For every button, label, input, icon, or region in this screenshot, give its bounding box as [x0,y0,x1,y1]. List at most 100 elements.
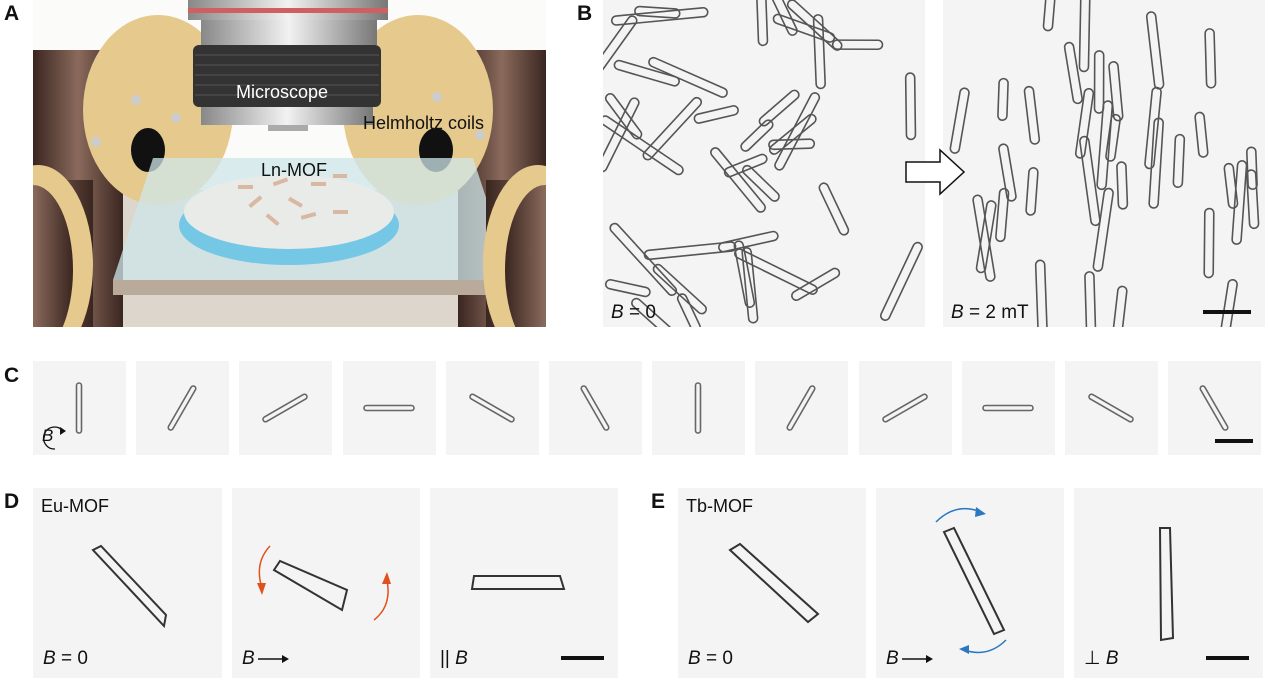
crystal-rod [1246,146,1258,190]
scale-bar [1215,439,1254,443]
crystal-rod [580,385,610,431]
crystal-rod [723,153,768,178]
panel-a-illustration: Microscope Helmholtz coils Ln-MOF [33,0,546,327]
crystal-rod [791,267,841,302]
mof-crystals [238,174,348,227]
crystal-rod [1199,385,1229,431]
rotation-frame [858,361,952,455]
tb-mof-frame-aligned: ⊥ B [1074,488,1263,678]
crystal-rod [755,0,769,47]
crystal-rod [694,382,702,434]
field-symbol: B [611,302,624,323]
panel-label-b: B [577,2,593,25]
crystal-rod [772,13,836,43]
helmholtz-coils-label: Helmholtz coils [363,113,485,133]
field-symbol: B [455,648,468,669]
crystal-rod [718,230,779,253]
crystal-rod [710,147,766,213]
crystal-rod [981,404,1034,412]
crystal-rod [768,138,816,151]
crystal-rod [879,241,923,321]
rotation-arrow-icon [963,639,1007,654]
setup-illustration [33,0,546,327]
rotation-frame [1065,361,1158,455]
crystal-rod [648,56,728,98]
crystal-rod [634,5,681,19]
crystal-rod [1023,85,1041,145]
crystal-rod [818,182,850,236]
crystal-rod [734,248,818,295]
scale-bar [1203,310,1251,314]
crystal-rod [904,72,917,141]
crystal-rod [643,241,737,261]
crystal-rod [741,246,759,324]
scale-bar [1206,656,1249,660]
material-label: Eu-MOF [41,496,110,516]
crystal-rod [1078,0,1091,73]
crystal-rod [603,97,640,173]
crystal-rod [1088,393,1134,423]
micrograph-2mT-field: B = 2 mT [943,0,1265,327]
material-label: Tb-MOF [686,496,753,516]
tb-mof-frame-no-field: Tb-MOF B = 0 [678,488,866,678]
crystal-rod [975,200,997,274]
crystal-rod [610,6,709,26]
rotation-arrow-icon [373,579,389,621]
crystal-rod [881,393,928,423]
crystal-rod [1034,259,1048,327]
crystal-rod [786,385,816,431]
rotation-frame: B [33,361,126,455]
crystal-rod [995,187,1010,243]
crystal-rod [1144,86,1162,170]
crystal-rod [733,240,756,308]
crystal-rod [1105,113,1121,162]
crystal-rod [1145,11,1165,90]
crystal-rod [1096,100,1114,191]
tb-mof-frame-field-applied: B [876,488,1064,678]
crystal-rod [1172,133,1186,189]
crystal-rod [631,297,685,327]
crystal-rod [167,385,197,431]
rotation-frame [136,361,230,455]
crystal-rod [1194,111,1209,158]
crystal-rod [262,393,309,423]
rotation-frame [239,361,333,455]
field-symbol: B [886,648,899,669]
perpendicular-symbol: ⊥ [1084,648,1101,669]
ln-mof-label: Ln-MOF [261,160,328,180]
field-value: = 0 [60,648,88,669]
field-symbol: B [688,648,701,669]
crystal-rod [362,404,415,412]
crystal-rod [1074,88,1095,159]
scale-bar [561,656,604,660]
microscope-ring [193,45,381,107]
crystal-rod [997,77,1009,122]
crystal-rod [1042,0,1057,32]
crystal-rod [1092,187,1114,272]
rotation-arrow-icon [935,507,982,523]
crystal-rod [972,194,996,282]
crystal-rod [1108,61,1124,122]
crystal-rod [758,89,800,127]
rotation-frame [549,361,642,455]
crystal-rod [1245,169,1260,230]
crystal-rod [765,0,798,36]
crystal-rod [1219,278,1238,327]
crystal-rod [741,164,780,202]
crystal-rod [768,113,817,155]
crystal-rod [603,115,684,176]
crystal-rod [642,96,703,161]
crystal-rod [740,119,774,152]
eu-mof-frame-field-applied: B [232,488,420,678]
micrograph-no-field: B = 0 [603,0,925,327]
field-value: = 2 mT [968,302,1029,323]
field-symbol: B [242,648,255,669]
crystal-rod [604,278,651,298]
rotation-frame [342,361,436,455]
field-symbol: B [43,648,56,669]
parallel-symbol: || [440,648,450,669]
rotation-frame [755,361,849,455]
rotation-arrow-icon [258,545,271,589]
rotation-frame [961,361,1055,455]
crystal-rod [603,15,638,86]
